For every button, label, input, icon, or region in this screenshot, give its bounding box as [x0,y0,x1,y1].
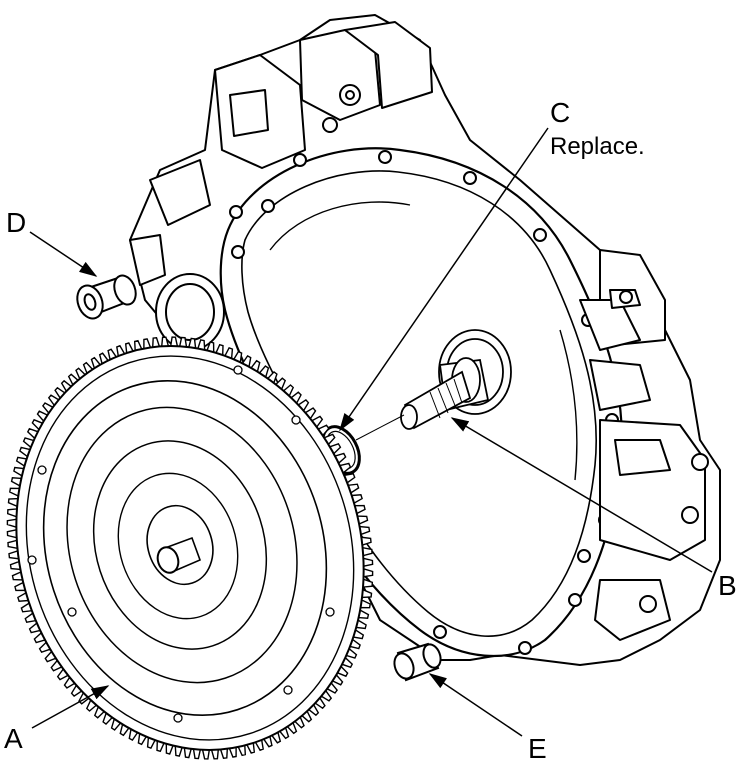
shaft-axis-line [355,414,405,441]
leader-d [29,231,98,277]
callout-c-note: Replace. [550,133,645,160]
leader-a [31,685,110,729]
callout-d-label: D [6,207,26,238]
callout-b-label: B [718,570,737,601]
leader-lines [29,127,713,737]
leader-b [450,417,713,573]
input-shaft [400,329,512,430]
dowel-pin-d [76,274,137,320]
callout-e-label: E [528,733,547,764]
dowel-pin-e [393,642,442,682]
torque-converter [6,336,374,760]
callout-c-label: C [550,97,570,128]
callout-a-label: A [4,723,23,754]
leader-c [339,127,549,432]
leader-e [428,673,523,737]
